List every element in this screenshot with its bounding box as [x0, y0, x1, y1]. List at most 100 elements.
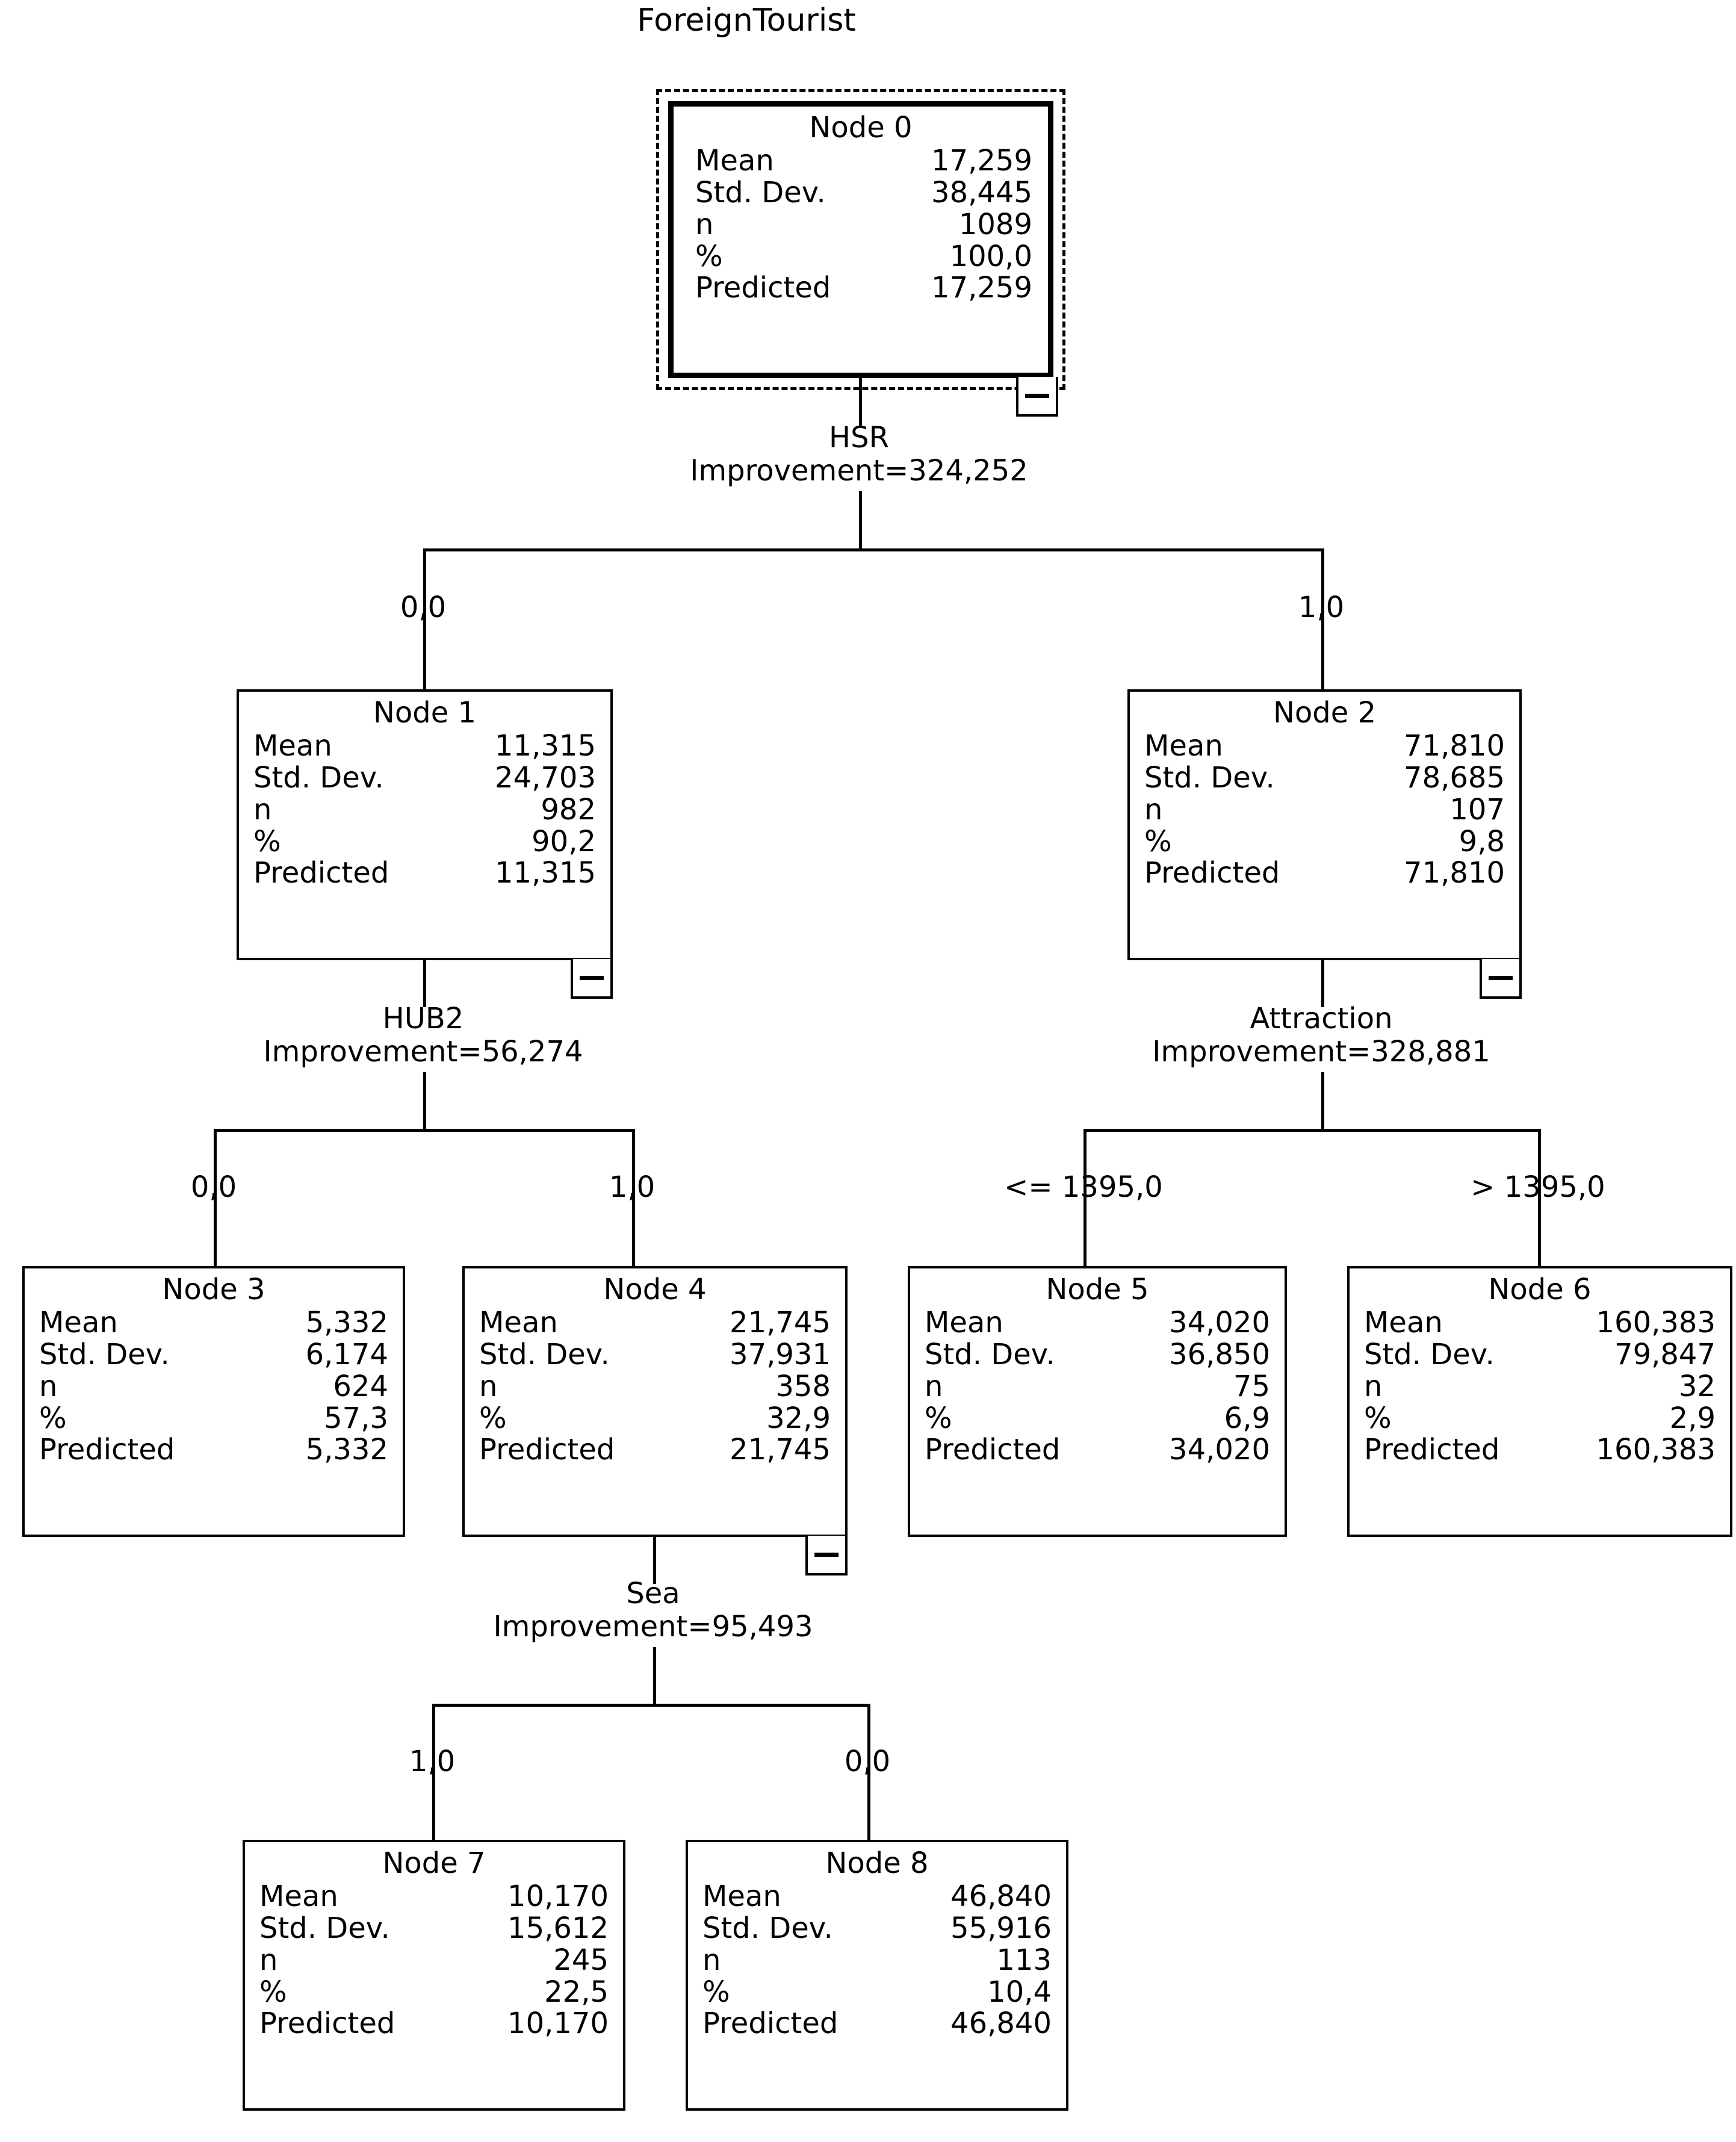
node4-collapse-minus-icon[interactable]: [805, 1536, 848, 1575]
table-row: Predicted 160,383: [1350, 1435, 1730, 1467]
node4-percent-label: %: [479, 1401, 507, 1435]
node5-n-label: n: [925, 1369, 943, 1403]
table-row: Predicted 71,810: [1130, 858, 1519, 890]
node7-stats-table: Mean 10,170 Std. Dev. 15,612 n 245 % 22,…: [245, 1881, 623, 2040]
edge-to-node7: [432, 1704, 435, 1840]
edge-node1-stem: [423, 960, 426, 1007]
node3-percent-label: %: [39, 1401, 67, 1435]
node5-stats-table: Mean 34,020 Std. Dev. 36,850 n 75 % 6,9 …: [910, 1307, 1285, 1467]
node6-title: Node 6: [1488, 1273, 1592, 1306]
table-row: Std. Dev. 55,916: [688, 1913, 1066, 1945]
node1-mean-value: 11,315: [495, 728, 596, 763]
tree-node-6[interactable]: Node 6 Mean 160,383 Std. Dev. 79,847 n 3…: [1347, 1266, 1732, 1537]
tree-node-4[interactable]: Node 4 Mean 21,745 Std. Dev. 37,931 n 35…: [462, 1266, 848, 1537]
table-row: n 107: [1130, 792, 1519, 827]
node6-std-label: Std. Dev.: [1364, 1337, 1495, 1371]
split-improvement-attraction: Improvement=328,881: [1152, 1034, 1490, 1069]
table-row: Mean 11,315: [239, 728, 610, 763]
split-improvement-hub2: Improvement=56,274: [263, 1034, 583, 1069]
node8-std-value: 55,916: [950, 1911, 1052, 1945]
table-row: n 245: [245, 1945, 623, 1977]
node0-percent-value: 100,0: [949, 239, 1032, 273]
node4-percent-value: 32,9: [766, 1401, 831, 1435]
node0-mean-label: Mean: [695, 143, 774, 178]
node5-percent-value: 6,9: [1224, 1401, 1270, 1435]
node2-collapse-minus-icon[interactable]: [1480, 959, 1522, 999]
node6-mean-label: Mean: [1364, 1305, 1443, 1340]
table-row: % 32,9: [465, 1403, 845, 1435]
table-row: Mean 21,745: [465, 1305, 845, 1340]
node1-n-value: 982: [541, 792, 596, 827]
tree-node-1[interactable]: Node 1 Mean 11,315 Std. Dev. 24,703 n 98…: [237, 689, 613, 960]
table-row: Std. Dev. 36,850: [910, 1339, 1285, 1371]
table-row: n 32: [1350, 1371, 1730, 1403]
node6-stats-table: Mean 160,383 Std. Dev. 79,847 n 32 % 2,9…: [1350, 1305, 1730, 1467]
node3-n-label: n: [39, 1369, 58, 1403]
table-row: Predicted 10,170: [245, 2008, 623, 2040]
node4-mean-value: 21,745: [730, 1305, 831, 1340]
node1-n-label: n: [253, 792, 272, 827]
table-row: Mean 34,020: [910, 1307, 1285, 1340]
edge-node0-stem: [859, 378, 862, 426]
node7-predicted-value: 10,170: [507, 2007, 609, 2041]
node8-title: Node 8: [825, 1846, 929, 1880]
branch-label-node1-node3: 0,0: [190, 1170, 237, 1204]
node4-predicted-value: 21,745: [730, 1433, 831, 1467]
node1-predicted-value: 11,315: [495, 856, 596, 890]
node2-mean-label: Mean: [1144, 728, 1223, 763]
node3-std-label: Std. Dev.: [39, 1337, 170, 1371]
tree-node-0[interactable]: Node 0 Mean 17,259 Std. Dev. 38,445 n 10…: [668, 101, 1053, 378]
edge-to-node4: [632, 1129, 635, 1266]
edge-bus-node1: [214, 1129, 635, 1132]
split-label-node4: Sea Improvement=95,493: [412, 1577, 894, 1643]
node2-n-label: n: [1144, 792, 1163, 827]
tree-node-5[interactable]: Node 5 Mean 34,020 Std. Dev. 36,850 n 75…: [908, 1266, 1287, 1537]
node4-predicted-label: Predicted: [479, 1433, 615, 1467]
node7-percent-value: 22,5: [544, 1975, 609, 2009]
node1-std-label: Std. Dev.: [253, 760, 384, 795]
node7-predicted-label: Predicted: [259, 2007, 395, 2041]
node6-mean-value: 160,383: [1596, 1305, 1716, 1340]
table-row: Predicted 34,020: [910, 1435, 1285, 1467]
node0-n-value: 1089: [958, 207, 1032, 241]
table-row: Predicted 17,259: [674, 273, 1048, 305]
table-row: Std. Dev. 79,847: [1350, 1337, 1730, 1371]
table-row: Mean 46,840: [688, 1881, 1066, 1913]
node6-predicted-value: 160,383: [1596, 1433, 1716, 1467]
edge-to-node1: [423, 548, 426, 689]
node5-predicted-value: 34,020: [1169, 1433, 1270, 1467]
tree-node-3[interactable]: Node 3 Mean 5,332 Std. Dev. 6,174 n 624 …: [22, 1266, 405, 1537]
node6-n-label: n: [1364, 1369, 1383, 1403]
node3-predicted-label: Predicted: [39, 1433, 175, 1467]
edge-to-node8: [867, 1704, 870, 1840]
node2-std-label: Std. Dev.: [1144, 760, 1275, 795]
table-row: n 113: [688, 1945, 1066, 1977]
node0-collapse-minus-icon[interactable]: [1016, 377, 1058, 417]
node1-stats-table: Mean 11,315 Std. Dev. 24,703 n 982 % 90,…: [239, 728, 610, 890]
table-row: Std. Dev. 37,931: [465, 1339, 845, 1371]
node8-percent-label: %: [702, 1975, 730, 2009]
table-row: % 2,9: [1350, 1403, 1730, 1435]
tree-node-7[interactable]: Node 7 Mean 10,170 Std. Dev. 15,612 n 24…: [243, 1840, 625, 2111]
tree-node-8[interactable]: Node 8 Mean 46,840 Std. Dev. 55,916 n 11…: [686, 1840, 1068, 2111]
tree-node-2[interactable]: Node 2 Mean 71,810 Std. Dev. 78,685 n 10…: [1127, 689, 1522, 960]
split-label-node2: Attraction Improvement=328,881: [1080, 1002, 1562, 1068]
node4-n-label: n: [479, 1369, 498, 1403]
node1-title: Node 1: [373, 696, 477, 730]
split-improvement-hsr: Improvement=324,252: [690, 453, 1028, 488]
edge-bus-node2: [1083, 1129, 1541, 1132]
node3-mean-label: Mean: [39, 1305, 118, 1340]
edge-node0-drop: [859, 491, 862, 550]
split-variable-attraction: Attraction: [1250, 1002, 1393, 1035]
node0-title: Node 0: [809, 111, 913, 144]
node2-title: Node 2: [1273, 696, 1377, 730]
node4-n-value: 358: [775, 1369, 831, 1403]
table-row: n 358: [465, 1371, 845, 1403]
node3-n-value: 624: [333, 1369, 388, 1403]
node1-mean-label: Mean: [253, 728, 332, 763]
node1-collapse-minus-icon[interactable]: [571, 959, 613, 999]
split-improvement-sea: Improvement=95,493: [493, 1609, 813, 1644]
node5-title: Node 5: [1046, 1273, 1149, 1306]
table-row: Mean 71,810: [1130, 728, 1519, 763]
